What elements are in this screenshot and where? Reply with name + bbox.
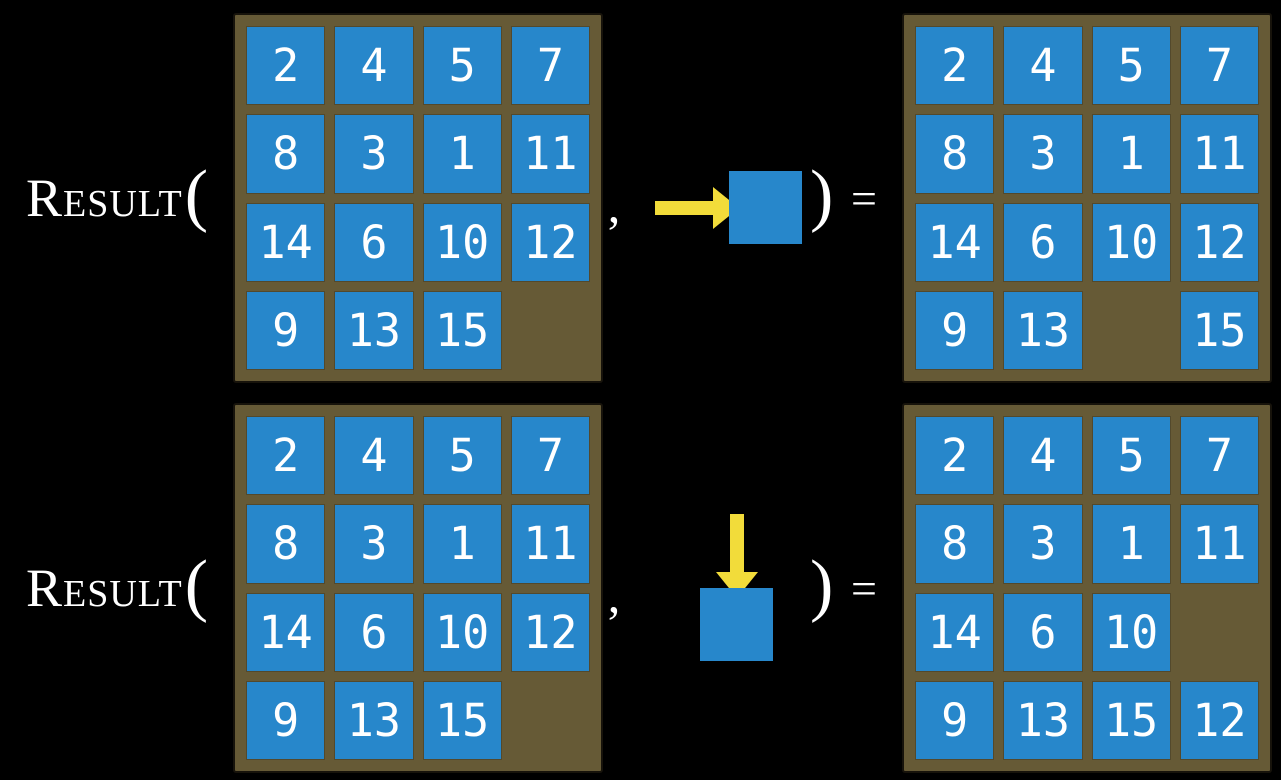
moving-tile-square (700, 588, 773, 661)
tile-2: 2 (916, 27, 994, 105)
tile-4: 4 (335, 27, 413, 105)
tile-9: 9 (916, 291, 994, 369)
tile-10: 10 (1092, 203, 1170, 281)
move-right-icon (655, 171, 802, 245)
tile-9: 9 (247, 291, 325, 369)
tile-13: 13 (335, 681, 413, 759)
tile-7: 7 (1180, 27, 1258, 105)
tile-2: 2 (247, 27, 325, 105)
tile-8: 8 (916, 505, 994, 583)
open-paren: ( (184, 157, 209, 234)
tile-11: 11 (511, 505, 589, 583)
tile-8: 8 (916, 115, 994, 193)
tile-6: 6 (335, 203, 413, 281)
tile-14: 14 (247, 593, 325, 671)
tile-8: 8 (247, 115, 325, 193)
tile-15: 15 (1180, 291, 1258, 369)
tile-12: 12 (511, 593, 589, 671)
tile-11: 11 (1180, 505, 1258, 583)
tile-7: 7 (511, 27, 589, 105)
right-arrow-icon (655, 187, 739, 229)
tile-7: 7 (1180, 417, 1258, 495)
tile-13: 13 (1004, 681, 1082, 759)
tile-8: 8 (247, 505, 325, 583)
tile-3: 3 (1004, 505, 1082, 583)
close-paren: ) (810, 547, 834, 624)
tile-12: 12 (1180, 203, 1258, 281)
tile-11: 11 (1180, 115, 1258, 193)
tile-9: 9 (247, 681, 325, 759)
close-paren: ) (810, 157, 834, 234)
tile-6: 6 (1004, 593, 1082, 671)
tile-3: 3 (335, 115, 413, 193)
tile-3: 3 (1004, 115, 1082, 193)
empty-cell (1093, 292, 1170, 369)
tile-15: 15 (1092, 681, 1170, 759)
empty-cell (1181, 594, 1258, 671)
tile-1: 1 (1092, 115, 1170, 193)
tile-4: 4 (335, 417, 413, 495)
tile-1: 1 (423, 115, 501, 193)
function-name: Result (26, 558, 183, 618)
empty-cell (512, 682, 589, 759)
tile-4: 4 (1004, 417, 1082, 495)
tile-5: 5 (423, 417, 501, 495)
tile-13: 13 (335, 291, 413, 369)
comma-separator: , (607, 177, 621, 233)
tile-12: 12 (511, 203, 589, 281)
function-label: Result( (26, 13, 208, 383)
tile-12: 12 (1180, 681, 1258, 759)
tile-3: 3 (335, 505, 413, 583)
tile-14: 14 (916, 203, 994, 281)
tile-10: 10 (423, 203, 501, 281)
tile-15: 15 (423, 291, 501, 369)
tile-1: 1 (423, 505, 501, 583)
open-paren: ( (184, 547, 209, 624)
tile-10: 10 (423, 593, 501, 671)
tile-6: 6 (335, 593, 413, 671)
function-name: Result (26, 168, 183, 228)
equals-sign: = (851, 562, 877, 614)
empty-cell (512, 292, 589, 369)
tile-2: 2 (916, 417, 994, 495)
tile-6: 6 (1004, 203, 1082, 281)
tile-11: 11 (511, 115, 589, 193)
tile-10: 10 (1092, 593, 1170, 671)
tile-14: 14 (916, 593, 994, 671)
tile-5: 5 (1092, 417, 1170, 495)
tile-9: 9 (916, 681, 994, 759)
moving-tile-square (729, 171, 802, 244)
tile-5: 5 (1092, 27, 1170, 105)
function-label: Result( (26, 403, 208, 773)
tile-1: 1 (1092, 505, 1170, 583)
tile-7: 7 (511, 417, 589, 495)
down-arrow-icon (716, 514, 758, 598)
move-down-icon (700, 514, 773, 661)
comma-separator: , (607, 567, 621, 623)
tile-2: 2 (247, 417, 325, 495)
equals-sign: = (851, 172, 877, 224)
tile-4: 4 (1004, 27, 1082, 105)
tile-15: 15 (423, 681, 501, 759)
tile-14: 14 (247, 203, 325, 281)
tile-5: 5 (423, 27, 501, 105)
tile-13: 13 (1004, 291, 1082, 369)
